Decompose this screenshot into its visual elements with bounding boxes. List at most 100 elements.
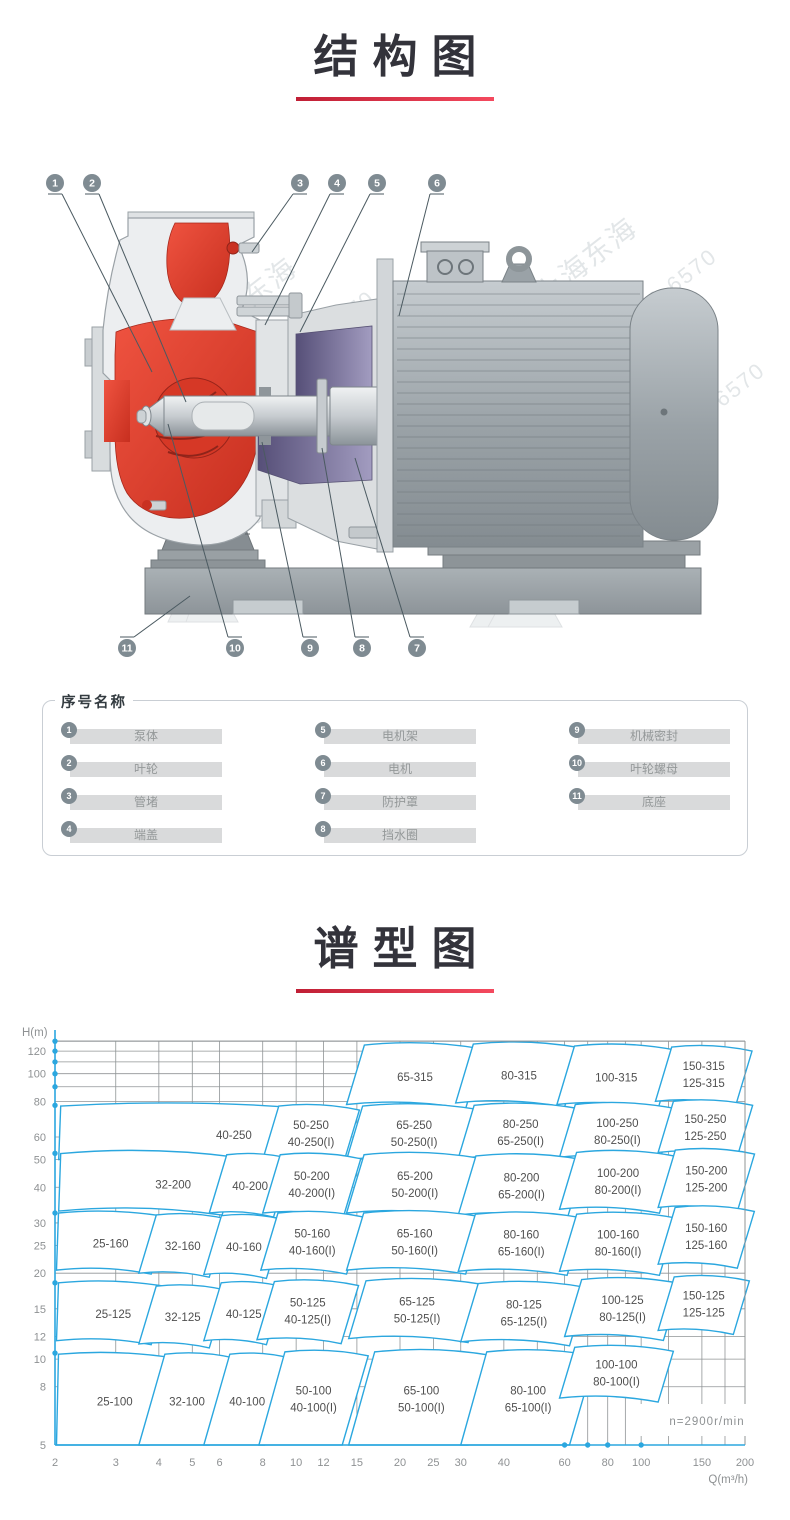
svg-text:25-125: 25-125 (95, 1309, 131, 1321)
callout-circle-11 (118, 639, 136, 657)
motor-fins (397, 293, 640, 537)
mechanical-seal-upper (259, 387, 271, 396)
svg-text:50-160: 50-160 (294, 1229, 330, 1241)
svg-text:32-125: 32-125 (165, 1312, 201, 1324)
pipe-plug-bolt (238, 242, 260, 254)
x-tick-label: 30 (455, 1457, 467, 1469)
terminal-hole-2 (458, 259, 474, 275)
legend-part-name: 底座 (578, 795, 730, 810)
svg-text:40-160: 40-160 (226, 1242, 262, 1254)
x-tick-label: 6 (217, 1457, 223, 1469)
svg-text:50-250(I): 50-250(I) (391, 1137, 438, 1149)
y-axis-label: H(m) (22, 1027, 48, 1039)
leader-line (264, 193, 331, 326)
shaft-assembly (136, 378, 399, 454)
axis-dot (52, 1059, 58, 1065)
svg-text:50-125(I): 50-125(I) (394, 1314, 441, 1326)
baseplate-notch-2 (508, 599, 580, 615)
svg-text:n=2900r/min: n=2900r/min (669, 1416, 744, 1428)
leader-line (299, 193, 371, 333)
region-label: 25-160 (93, 1239, 129, 1251)
structure-title-text: 结构图 (313, 31, 491, 82)
svg-text:50-100(I): 50-100(I) (398, 1402, 445, 1414)
svg-text:40-100: 40-100 (229, 1397, 265, 1409)
callout-number: 1 (52, 178, 58, 190)
pump-region (558, 1211, 678, 1277)
bolt-head (288, 292, 303, 319)
legend-number-badge: 10 (569, 755, 585, 771)
region-label: 40-200 (232, 1181, 268, 1193)
svg-text:150-200: 150-200 (685, 1166, 727, 1178)
drain-plug-cap (142, 500, 152, 510)
legend-number-badge: 4 (61, 821, 77, 837)
region-label: 40-125 (226, 1309, 262, 1321)
red-underline-2 (296, 989, 494, 993)
region-label: 32-100 (169, 1397, 205, 1409)
svg-text:100-200: 100-200 (597, 1168, 639, 1180)
svg-text:100-315: 100-315 (595, 1072, 637, 1084)
x-tick-label: 150 (693, 1457, 711, 1469)
x-tick-label: 40 (498, 1457, 510, 1469)
baseplate (144, 567, 702, 615)
callout-circle-1 (46, 174, 64, 192)
legend-number-badge: 1 (61, 722, 77, 738)
leader-line (98, 193, 187, 403)
axis-dot (52, 1071, 58, 1077)
region-label: 65-250 50-250(I) (391, 1120, 438, 1149)
svg-text:80-200(I): 80-200(I) (595, 1185, 642, 1197)
svg-text:125-315: 125-315 (683, 1078, 725, 1090)
svg-text:150-125: 150-125 (683, 1291, 725, 1303)
y-tick-label: 15 (34, 1304, 46, 1316)
pump-region (657, 1147, 756, 1213)
y-tick-label: 20 (34, 1268, 46, 1280)
x-tick-label: 20 (394, 1457, 406, 1469)
axis-dot (52, 1038, 58, 1044)
callout-circle-10 (226, 639, 244, 657)
casing-bolt (236, 295, 294, 306)
svg-text:80-315: 80-315 (501, 1070, 537, 1082)
svg-text:40-100(I): 40-100(I) (290, 1402, 337, 1414)
svg-text:32-100: 32-100 (169, 1397, 205, 1409)
svg-text:80-100: 80-100 (510, 1385, 546, 1397)
legend-part-name: 机械密封 (578, 729, 730, 744)
svg-text:80-200: 80-200 (504, 1172, 540, 1184)
svg-text:65-250: 65-250 (396, 1120, 432, 1132)
red-underline (296, 97, 494, 101)
axis-dot (52, 1084, 58, 1090)
shaft-tip (136, 409, 147, 424)
pump-region (657, 1205, 756, 1270)
region-label: 32-160 (165, 1241, 201, 1253)
pump-region (654, 1044, 753, 1107)
legend-number-badge: 5 (315, 722, 331, 738)
region-label: 80-315 (501, 1070, 537, 1082)
callout-circle-8 (353, 639, 371, 657)
x-tick-label: 10 (290, 1457, 302, 1469)
y-tick-label: 12 (34, 1331, 46, 1343)
suction-passage-red (104, 380, 130, 442)
callout-number: 2 (89, 178, 95, 190)
legend-part-name: 叶轮螺母 (578, 762, 730, 777)
svg-text:80-160: 80-160 (503, 1230, 539, 1242)
legend-part-name: 电机架 (324, 729, 476, 744)
mechanical-seal-lower (259, 436, 271, 445)
motor-end-cap (629, 287, 719, 541)
